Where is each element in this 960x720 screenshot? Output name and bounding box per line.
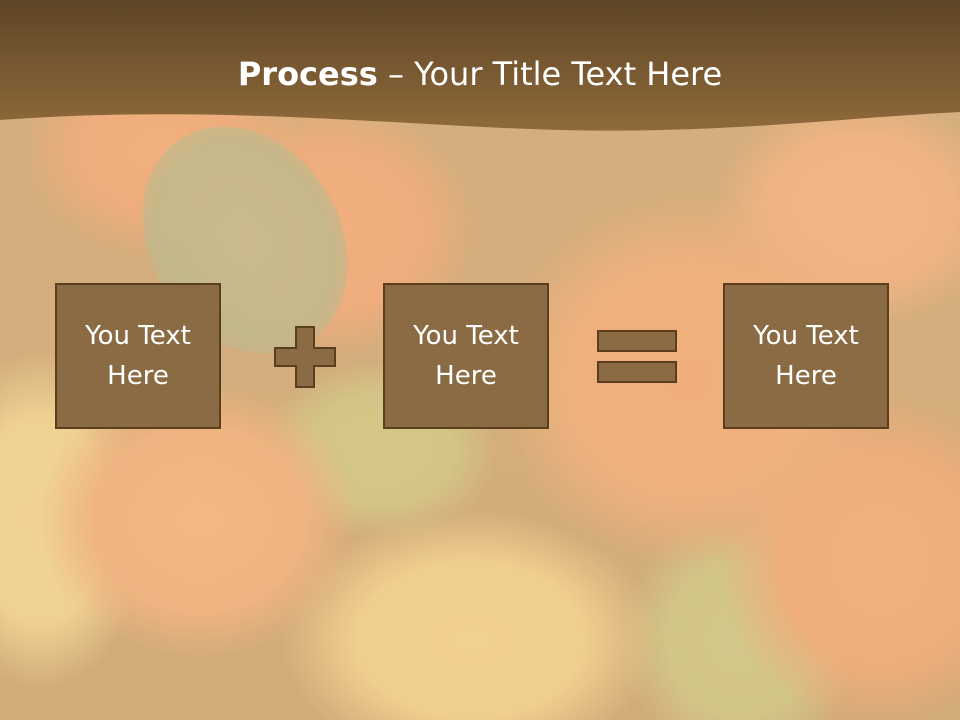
process-box-1[interactable]: You Text Here — [55, 283, 221, 429]
title-bold: Process — [237, 55, 378, 93]
process-box-2[interactable]: You Text Here — [383, 283, 549, 429]
title-banner — [0, 0, 960, 131]
process-box-2-text: You Text Here — [413, 321, 519, 391]
title-rest: – Your Title Text Here — [377, 55, 723, 93]
process-box-3-text: You Text Here — [753, 321, 859, 391]
process-box-3[interactable]: You Text Here — [723, 283, 889, 429]
slide-title[interactable]: Process – Your Title Text Here — [0, 52, 960, 96]
process-box-1-text: You Text Here — [85, 321, 191, 391]
plus-sign — [274, 326, 336, 388]
equals-sign — [597, 330, 677, 383]
